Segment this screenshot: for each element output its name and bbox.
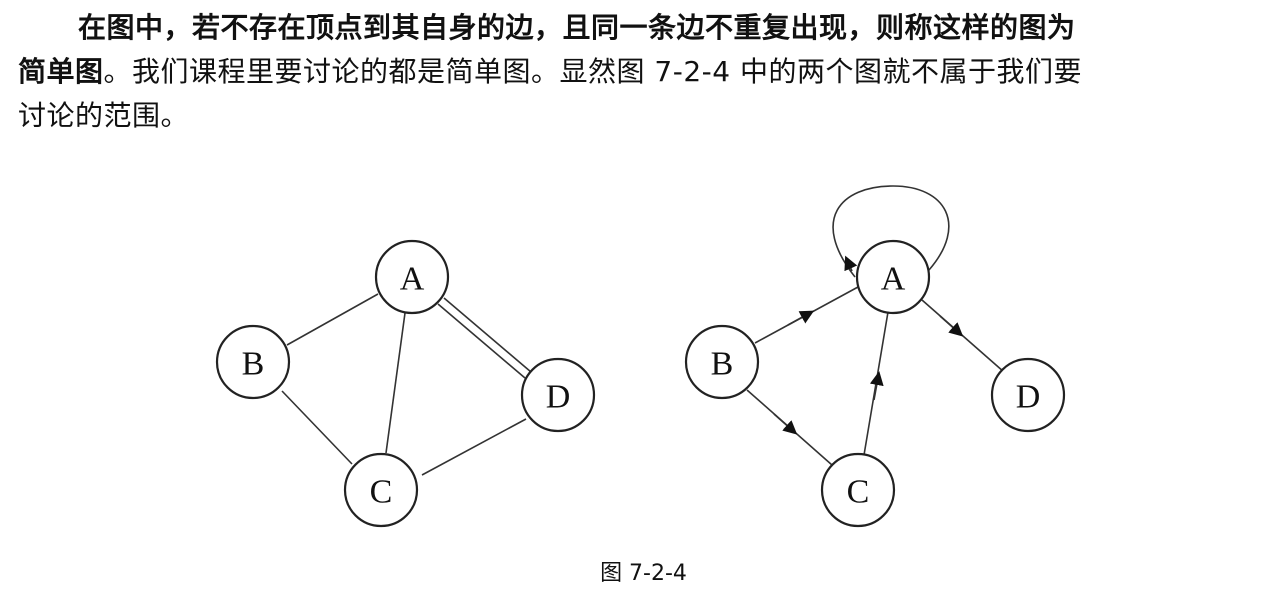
arrow-b-c [773,413,798,435]
paragraph-line-1: 在图中，若不存在顶点到其自身的边，且同一条边不重复出现，则称这样的图为 [78,11,1076,44]
arrow-a-d [939,315,964,337]
edge-c-a [863,311,889,456]
edge-b-c [281,390,353,465]
arrow-b-a [787,310,815,326]
left-node-b-label: B [242,346,265,383]
right-node-c-label: C [847,474,870,511]
right-node-c: C [820,452,896,528]
edge-a-c [385,312,406,454]
term-simple-graph: 简单图 [18,55,104,88]
left-graph: A B C D [215,239,596,528]
paragraph: 在图中，若不存在顶点到其自身的边，且同一条边不重复出现，则称这样的图为 简单图。… [18,6,1273,138]
paragraph-line-2: 简单图。我们课程里要讨论的都是简单图。显然图 7-2-4 中的两个图就不属于我们… [18,50,1273,94]
edge-a-b [286,293,379,346]
left-node-c: C [343,452,419,528]
right-node-a: A [855,239,931,315]
left-node-a-label: A [400,261,425,298]
left-node-b: B [215,324,291,400]
edge-c-d [421,418,527,476]
right-node-d-label: D [1016,379,1041,416]
left-node-a: A [374,239,450,315]
right-node-a-label: A [881,261,906,298]
left-node-d: D [520,357,596,433]
paragraph-line-2-rest: 。我们课程里要讨论的都是简单图。显然图 7-2-4 中的两个图就不属于我们要 [103,55,1082,88]
edge-a-d-1 [437,303,526,379]
arrow-c-a [869,371,884,401]
right-node-b-label: B [711,346,734,383]
arrow-a-self-loop [844,255,858,272]
paragraph-line-3: 讨论的范围。 [18,99,190,132]
right-node-b: B [684,324,760,400]
left-node-c-label: C [370,474,393,511]
right-node-d: D [990,357,1066,433]
edge-a-d [921,299,1005,373]
left-node-d-label: D [546,379,571,416]
edge-a-self-loop [832,185,950,278]
figure-caption: 图 7-2-4 [600,561,687,586]
right-graph: A B C D [684,185,1066,528]
edge-a-d-2 [443,297,532,373]
figure-7-2-4: A B C D A [215,185,1066,528]
